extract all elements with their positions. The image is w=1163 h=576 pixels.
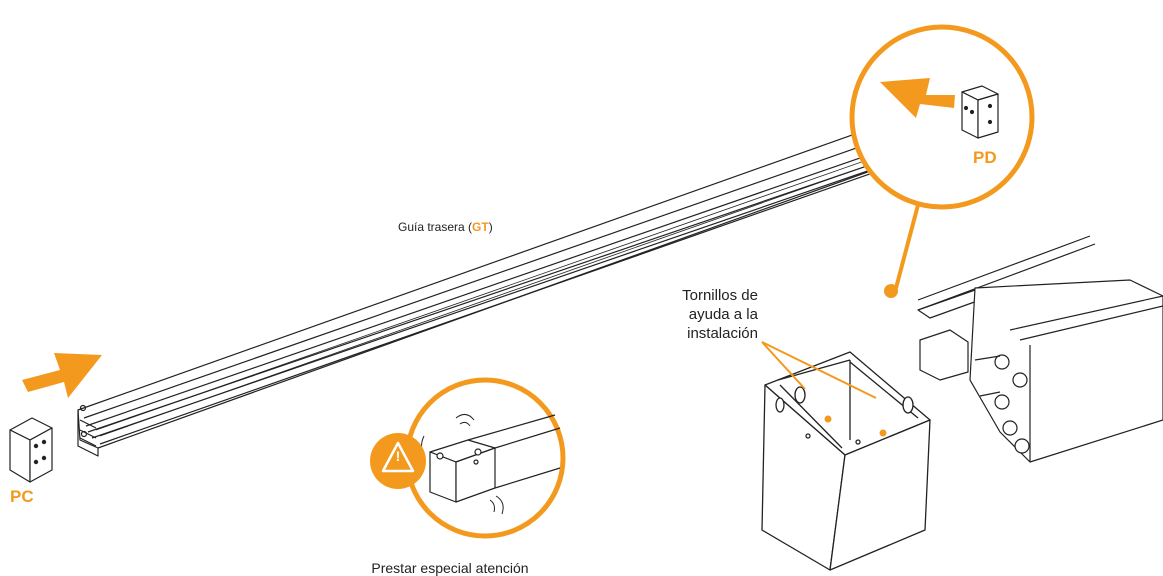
insert-arrow-icon	[880, 78, 955, 118]
zoom-circle-pd	[849, 24, 1035, 298]
insert-arrow-icon	[22, 353, 102, 398]
warning-triangle-icon	[370, 433, 426, 489]
screws-pointer	[761, 341, 877, 399]
motor-block	[917, 235, 1163, 463]
end-cap-large	[761, 351, 931, 571]
rail-label: Guía trasera (GT)	[398, 220, 493, 234]
end-cap-pc	[9, 417, 53, 483]
rail-code: GT	[472, 220, 489, 234]
screws-label-line1: Tornillos de	[682, 287, 758, 304]
screws-label: Tornillos de ayuda a la instalación	[650, 286, 758, 343]
screws-label-line2: ayuda a la	[688, 306, 758, 323]
rail-label-suffix: )	[488, 220, 493, 234]
detail-circle	[404, 377, 566, 539]
attention-label: Prestar especial atención	[371, 560, 529, 576]
warning-glyph: !	[395, 448, 401, 464]
pd-label: PD	[973, 148, 997, 167]
end-cap-pd	[961, 85, 999, 139]
pc-label: PC	[10, 487, 34, 506]
screws-label-line3: instalación	[687, 325, 758, 342]
rail-label-prefix: Guía trasera (	[398, 220, 473, 234]
